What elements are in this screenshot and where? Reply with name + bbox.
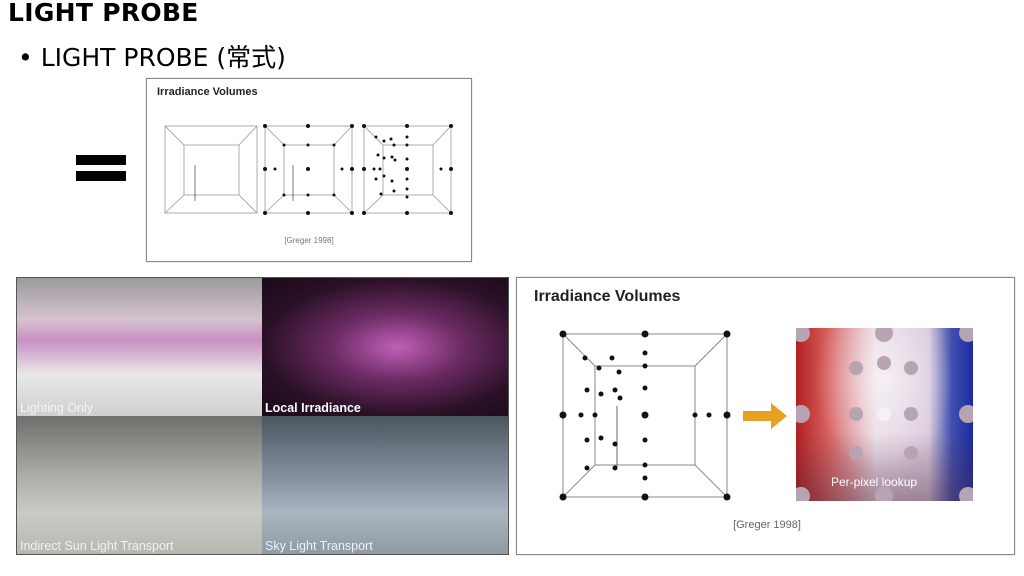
irradiance-volumes-slide-small: Irradiance Volumes [146,78,472,262]
citation: [Greger 1998] [284,236,334,245]
per-pixel-lookup-visualization: Per-pixel lookup [796,328,973,501]
panel-label: Lighting Only [20,401,93,415]
probe-grid-diagram [559,330,731,501]
irradiance-grid-diagrams [164,124,453,215]
equals-sign-icon [76,155,126,187]
empty-room-diagram [164,125,258,214]
lighting-only-render: Lighting Only [17,278,262,416]
local-irradiance-render: Local Irradiance [262,278,508,416]
render-comparison-grid: Lighting Only Local Irradiance Indirect … [16,277,509,555]
slide-title: Irradiance Volumes [534,288,681,305]
panel-label: Local Irradiance [265,401,361,415]
bullet-point: • LIGHT PROBE (常式) [18,43,286,72]
sky-light-render: Sky Light Transport [262,416,508,554]
irradiance-volumes-slide-large: Irradiance Volumes Per-pixel lookup [G [516,277,1015,555]
panel-label: Indirect Sun Light Transport [20,539,174,553]
citation: [Greger 1998] [733,519,801,531]
page-title: LIGHT PROBE [8,0,199,27]
panel-label: Sky Light Transport [265,539,373,553]
uniform-grid-diagram [263,124,354,215]
adaptive-grid-diagram [362,124,453,215]
per-pixel-lookup-label: Per-pixel lookup [831,475,918,489]
arrow-right-icon [743,403,787,429]
indirect-sun-light-render: Indirect Sun Light Transport [17,416,262,554]
slide-title: Irradiance Volumes [157,86,258,98]
